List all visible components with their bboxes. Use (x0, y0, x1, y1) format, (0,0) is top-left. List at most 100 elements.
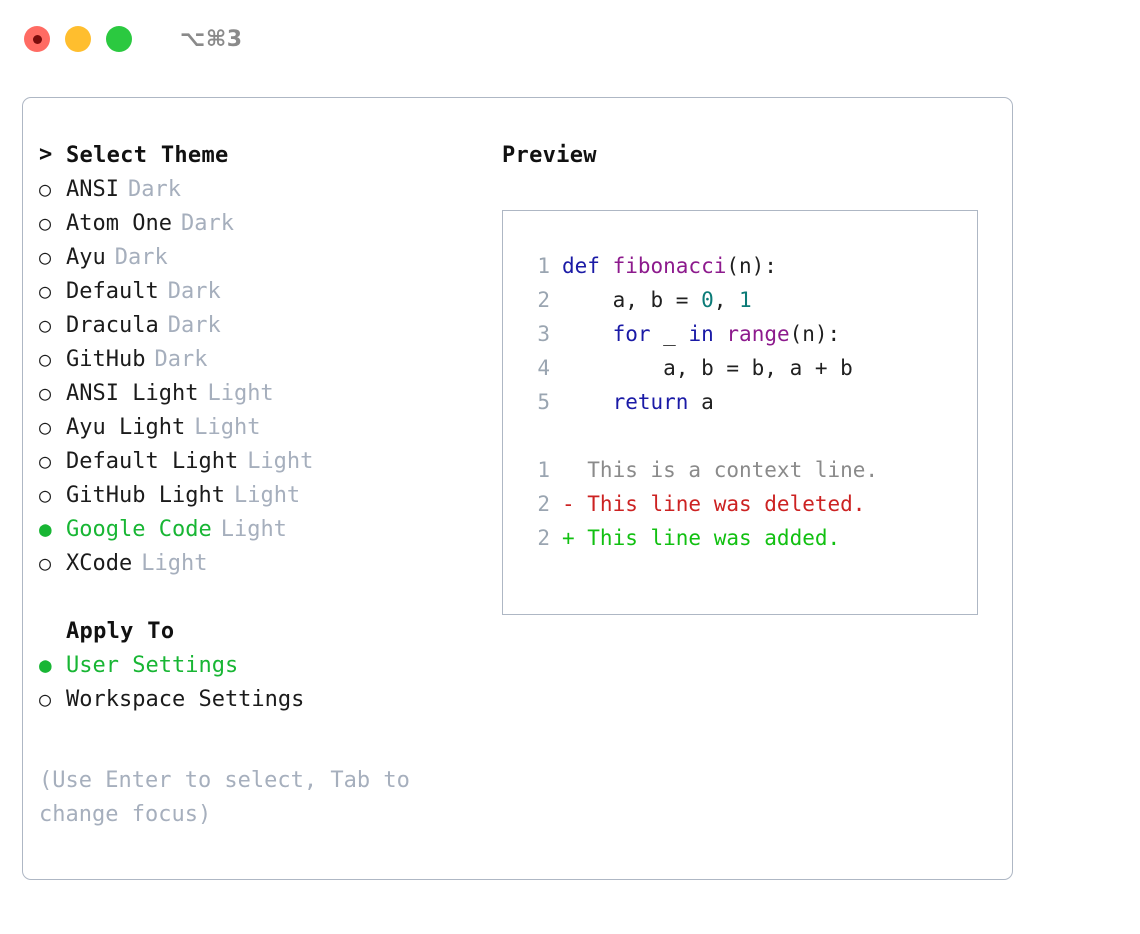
code-text: for _ in range(n): (562, 322, 841, 346)
theme-variant-badge: Light (220, 516, 287, 542)
theme-name: ANSI (66, 176, 119, 202)
code-text: def fibonacci(n): (562, 254, 777, 278)
theme-list-item[interactable]: ○ Default Light Light (39, 444, 489, 478)
code-line: 4 a, b = b, a + b (523, 351, 977, 385)
line-number: 2 (537, 288, 550, 312)
theme-list-item[interactable]: ○ ANSI Light Light (39, 376, 489, 410)
theme-name: Default Light (66, 448, 239, 474)
line-number: 5 (537, 390, 550, 414)
diff-text: This is a context line. (562, 458, 879, 482)
apply-to-title: Apply To (66, 618, 175, 644)
code-token (562, 322, 613, 346)
code-token: a (688, 390, 714, 414)
theme-variant-badge: Dark (180, 210, 234, 236)
radio-unselected-icon: ○ (39, 347, 52, 371)
theme-variant-badge: Light (247, 448, 314, 474)
theme-name: GitHub (66, 346, 146, 372)
theme-variant-badge: Dark (167, 312, 221, 338)
theme-name: Google Code (66, 516, 212, 542)
close-button[interactable] (24, 26, 50, 52)
apply-to-item[interactable]: ○ Workspace Settings (39, 682, 489, 716)
apply-to-item[interactable]: ● User Settings (39, 648, 489, 682)
code-line: 5 return a (523, 385, 977, 419)
code-text: a, b = 0, 1 (562, 288, 752, 312)
radio-unselected-icon: ○ (39, 449, 52, 473)
theme-variant-badge: Light (207, 380, 274, 406)
maximize-button[interactable] (106, 26, 132, 52)
theme-name: GitHub Light (66, 482, 225, 508)
code-token: (n): (726, 254, 777, 278)
diff-line: 2 - This line was deleted. (523, 487, 977, 521)
theme-variant-badge: Dark (167, 278, 221, 304)
apply-to-label: Workspace Settings (66, 686, 305, 712)
radio-unselected-icon: ○ (39, 687, 52, 711)
minimize-button[interactable] (65, 26, 91, 52)
radio-unselected-icon: ○ (39, 279, 52, 303)
preview-title: Preview (502, 142, 597, 168)
code-token: _ (650, 322, 689, 346)
code-token: return (612, 390, 689, 414)
radio-selected-icon: ● (39, 516, 52, 541)
radio-unselected-icon: ○ (39, 177, 52, 201)
theme-list-item[interactable]: ○ GitHub Dark (39, 342, 489, 376)
radio-selected-icon: ● (39, 652, 52, 677)
code-token: (n): (789, 322, 841, 346)
code-text: a, b = b, a + b (562, 356, 853, 380)
theme-variant-badge: Dark (154, 346, 208, 372)
recording-indicator-icon (32, 34, 42, 44)
line-number: 1 (537, 458, 550, 482)
prompt-marker-icon: > (39, 142, 53, 167)
radio-unselected-icon: ○ (39, 483, 52, 507)
code-token (714, 322, 727, 346)
radio-unselected-icon: ○ (39, 551, 52, 575)
line-number: 1 (537, 254, 550, 278)
window-titlebar: ⌥⌘3 (0, 0, 1140, 78)
diff-text: - This line was deleted. (562, 492, 866, 516)
line-number: 4 (537, 356, 550, 380)
apply-to-label: User Settings (66, 652, 239, 678)
line-number: 2 (537, 526, 550, 550)
preview-spacer (523, 419, 977, 453)
line-number: 3 (537, 322, 550, 346)
code-token: def (562, 254, 613, 278)
apply-to-header: Apply To (39, 614, 489, 648)
radio-unselected-icon: ○ (39, 381, 52, 405)
theme-picker-title: Select Theme (66, 142, 229, 168)
code-token: in (688, 322, 714, 346)
code-token: 1 (739, 288, 752, 312)
radio-unselected-icon: ○ (39, 211, 52, 235)
theme-list-item[interactable]: ○ GitHub Light Light (39, 478, 489, 512)
theme-variant-badge: Light (194, 414, 261, 440)
theme-variant-badge: Light (141, 550, 208, 576)
theme-name: Ayu Light (66, 414, 186, 440)
diff-line: 1 This is a context line. (523, 453, 977, 487)
theme-name: ANSI Light (66, 380, 199, 406)
keyboard-hint-text: (Use Enter to select, Tab to change focu… (39, 768, 424, 827)
theme-list-item[interactable]: ○ Default Dark (39, 274, 489, 308)
apply-to-list: ● User Settings ○ Workspace Settings (39, 648, 489, 716)
line-number: 2 (537, 492, 550, 516)
theme-variant-badge: Light (233, 482, 301, 508)
code-token: a, b = b, a + b (562, 356, 853, 380)
theme-variant-badge: Dark (114, 244, 168, 270)
code-token: 0 (701, 288, 714, 312)
theme-variant-badge: Dark (127, 176, 181, 202)
theme-name: XCode (66, 550, 133, 576)
theme-list-item[interactable]: ○ ANSI Dark (39, 172, 489, 206)
theme-list-item[interactable]: ● Google Code Light (39, 512, 489, 546)
code-token (562, 390, 613, 414)
theme-name: Default (66, 278, 159, 304)
radio-unselected-icon: ○ (39, 313, 52, 337)
code-line: 2 a, b = 0, 1 (523, 283, 977, 317)
code-token: fibonacci (612, 254, 727, 278)
theme-list-item[interactable]: ○ XCode Light (39, 546, 489, 580)
